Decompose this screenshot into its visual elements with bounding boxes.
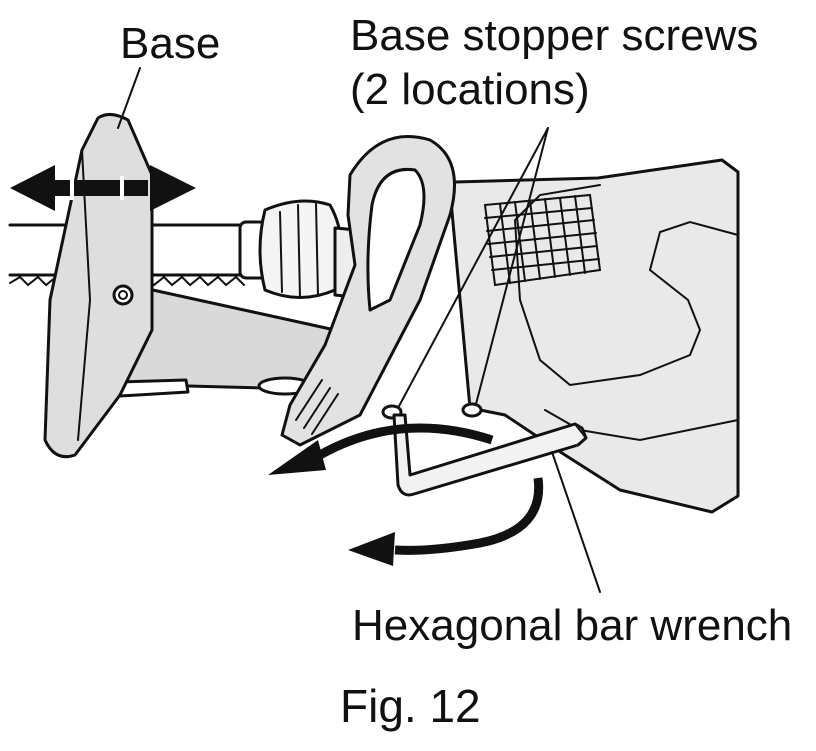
housing-contour — [513, 184, 739, 387]
base-plate — [43, 113, 154, 459]
rotation-arrowhead-lower — [348, 532, 395, 566]
leader-screw-left — [397, 127, 549, 409]
rotation-arrow-lower — [394, 477, 544, 555]
base-double-arrow — [10, 165, 196, 211]
tool-housing — [448, 158, 740, 514]
base-screw — [112, 284, 134, 306]
vent-grid — [483, 193, 602, 287]
rotation-arrowhead-upper — [268, 440, 326, 475]
shoe-slot — [116, 378, 190, 398]
base-plate-edge — [77, 149, 92, 441]
label-stopper-screws: Base stopper screws — [350, 11, 758, 60]
stopper-screw-right — [461, 402, 483, 418]
leader-wrench — [551, 451, 601, 593]
label-base: Base — [120, 19, 220, 68]
blade-clamp — [238, 199, 343, 299]
rotation-arrow-upper — [317, 423, 494, 459]
label-hex-wrench: Hexagonal bar wrench — [352, 601, 792, 650]
leader-screw-right — [475, 127, 549, 405]
leader-base — [117, 67, 141, 129]
handle-inner — [366, 167, 426, 312]
housing-contour-lower — [544, 409, 739, 442]
label-locations: (2 locations) — [350, 65, 590, 114]
handle-grip-ridges — [295, 379, 339, 435]
figure-caption: Fig. 12 — [340, 680, 481, 732]
